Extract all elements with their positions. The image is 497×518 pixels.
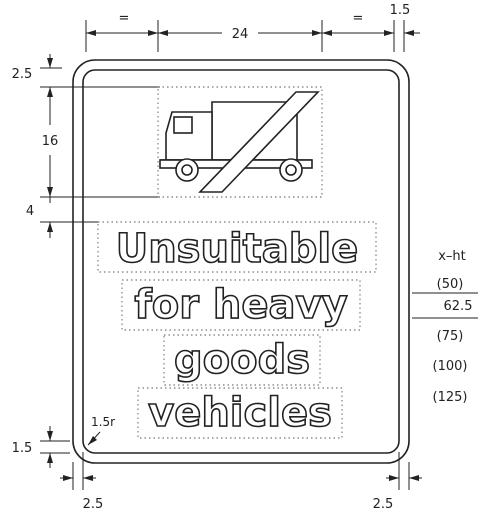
dim-left-bottom: 1.5 xyxy=(12,441,33,456)
text-box-line1 xyxy=(97,221,377,273)
dim-top-far-right: 1.5 xyxy=(390,3,411,18)
bottom-dimension: 2.5 2.5 xyxy=(60,452,422,512)
xht-value-3: (75) xyxy=(437,329,464,344)
left-dimension: 2.5 16 4 1.5 xyxy=(12,54,160,468)
text-box-line4 xyxy=(137,387,343,439)
sign-inner-border xyxy=(82,69,400,454)
dim-top-right: = xyxy=(353,11,364,26)
dim-top-left: = xyxy=(119,11,130,26)
no-lorry-symbol xyxy=(157,86,323,198)
xht-table: x–ht (50) 62.5 (75) (100) (125) xyxy=(412,249,478,405)
sign-line4: vehicles xyxy=(148,390,332,436)
sign-outer-border xyxy=(72,59,410,464)
symbol-box xyxy=(157,86,323,198)
dim-corner-radius: 1.5r xyxy=(91,415,115,429)
sign-text: Unsuitable for heavy goods vehicles xyxy=(97,221,377,439)
sign-line2: for heavy xyxy=(134,282,347,328)
sign-line3: goods xyxy=(174,337,310,383)
dim-top-middle: 24 xyxy=(232,27,249,42)
dim-bottom-left: 2.5 xyxy=(83,497,104,512)
text-box-line3 xyxy=(163,334,321,386)
dim-left-top: 2.5 xyxy=(12,67,33,82)
dim-bottom-right: 2.5 xyxy=(373,497,394,512)
xht-value-5: (125) xyxy=(433,390,468,405)
xht-value-2: 62.5 xyxy=(444,299,473,314)
xht-value-4: (100) xyxy=(433,359,468,374)
dim-left-gap: 4 xyxy=(26,204,34,219)
corner-radius-callout: 1.5r xyxy=(87,415,115,446)
dim-left-symbol: 16 xyxy=(42,134,59,149)
xht-value-1: (50) xyxy=(437,277,464,292)
top-dimension: = 24 = 1.5 xyxy=(85,3,420,52)
xht-header: x–ht xyxy=(438,249,466,264)
prohibition-bar xyxy=(198,91,320,193)
sign-line1: Unsuitable xyxy=(116,226,359,272)
